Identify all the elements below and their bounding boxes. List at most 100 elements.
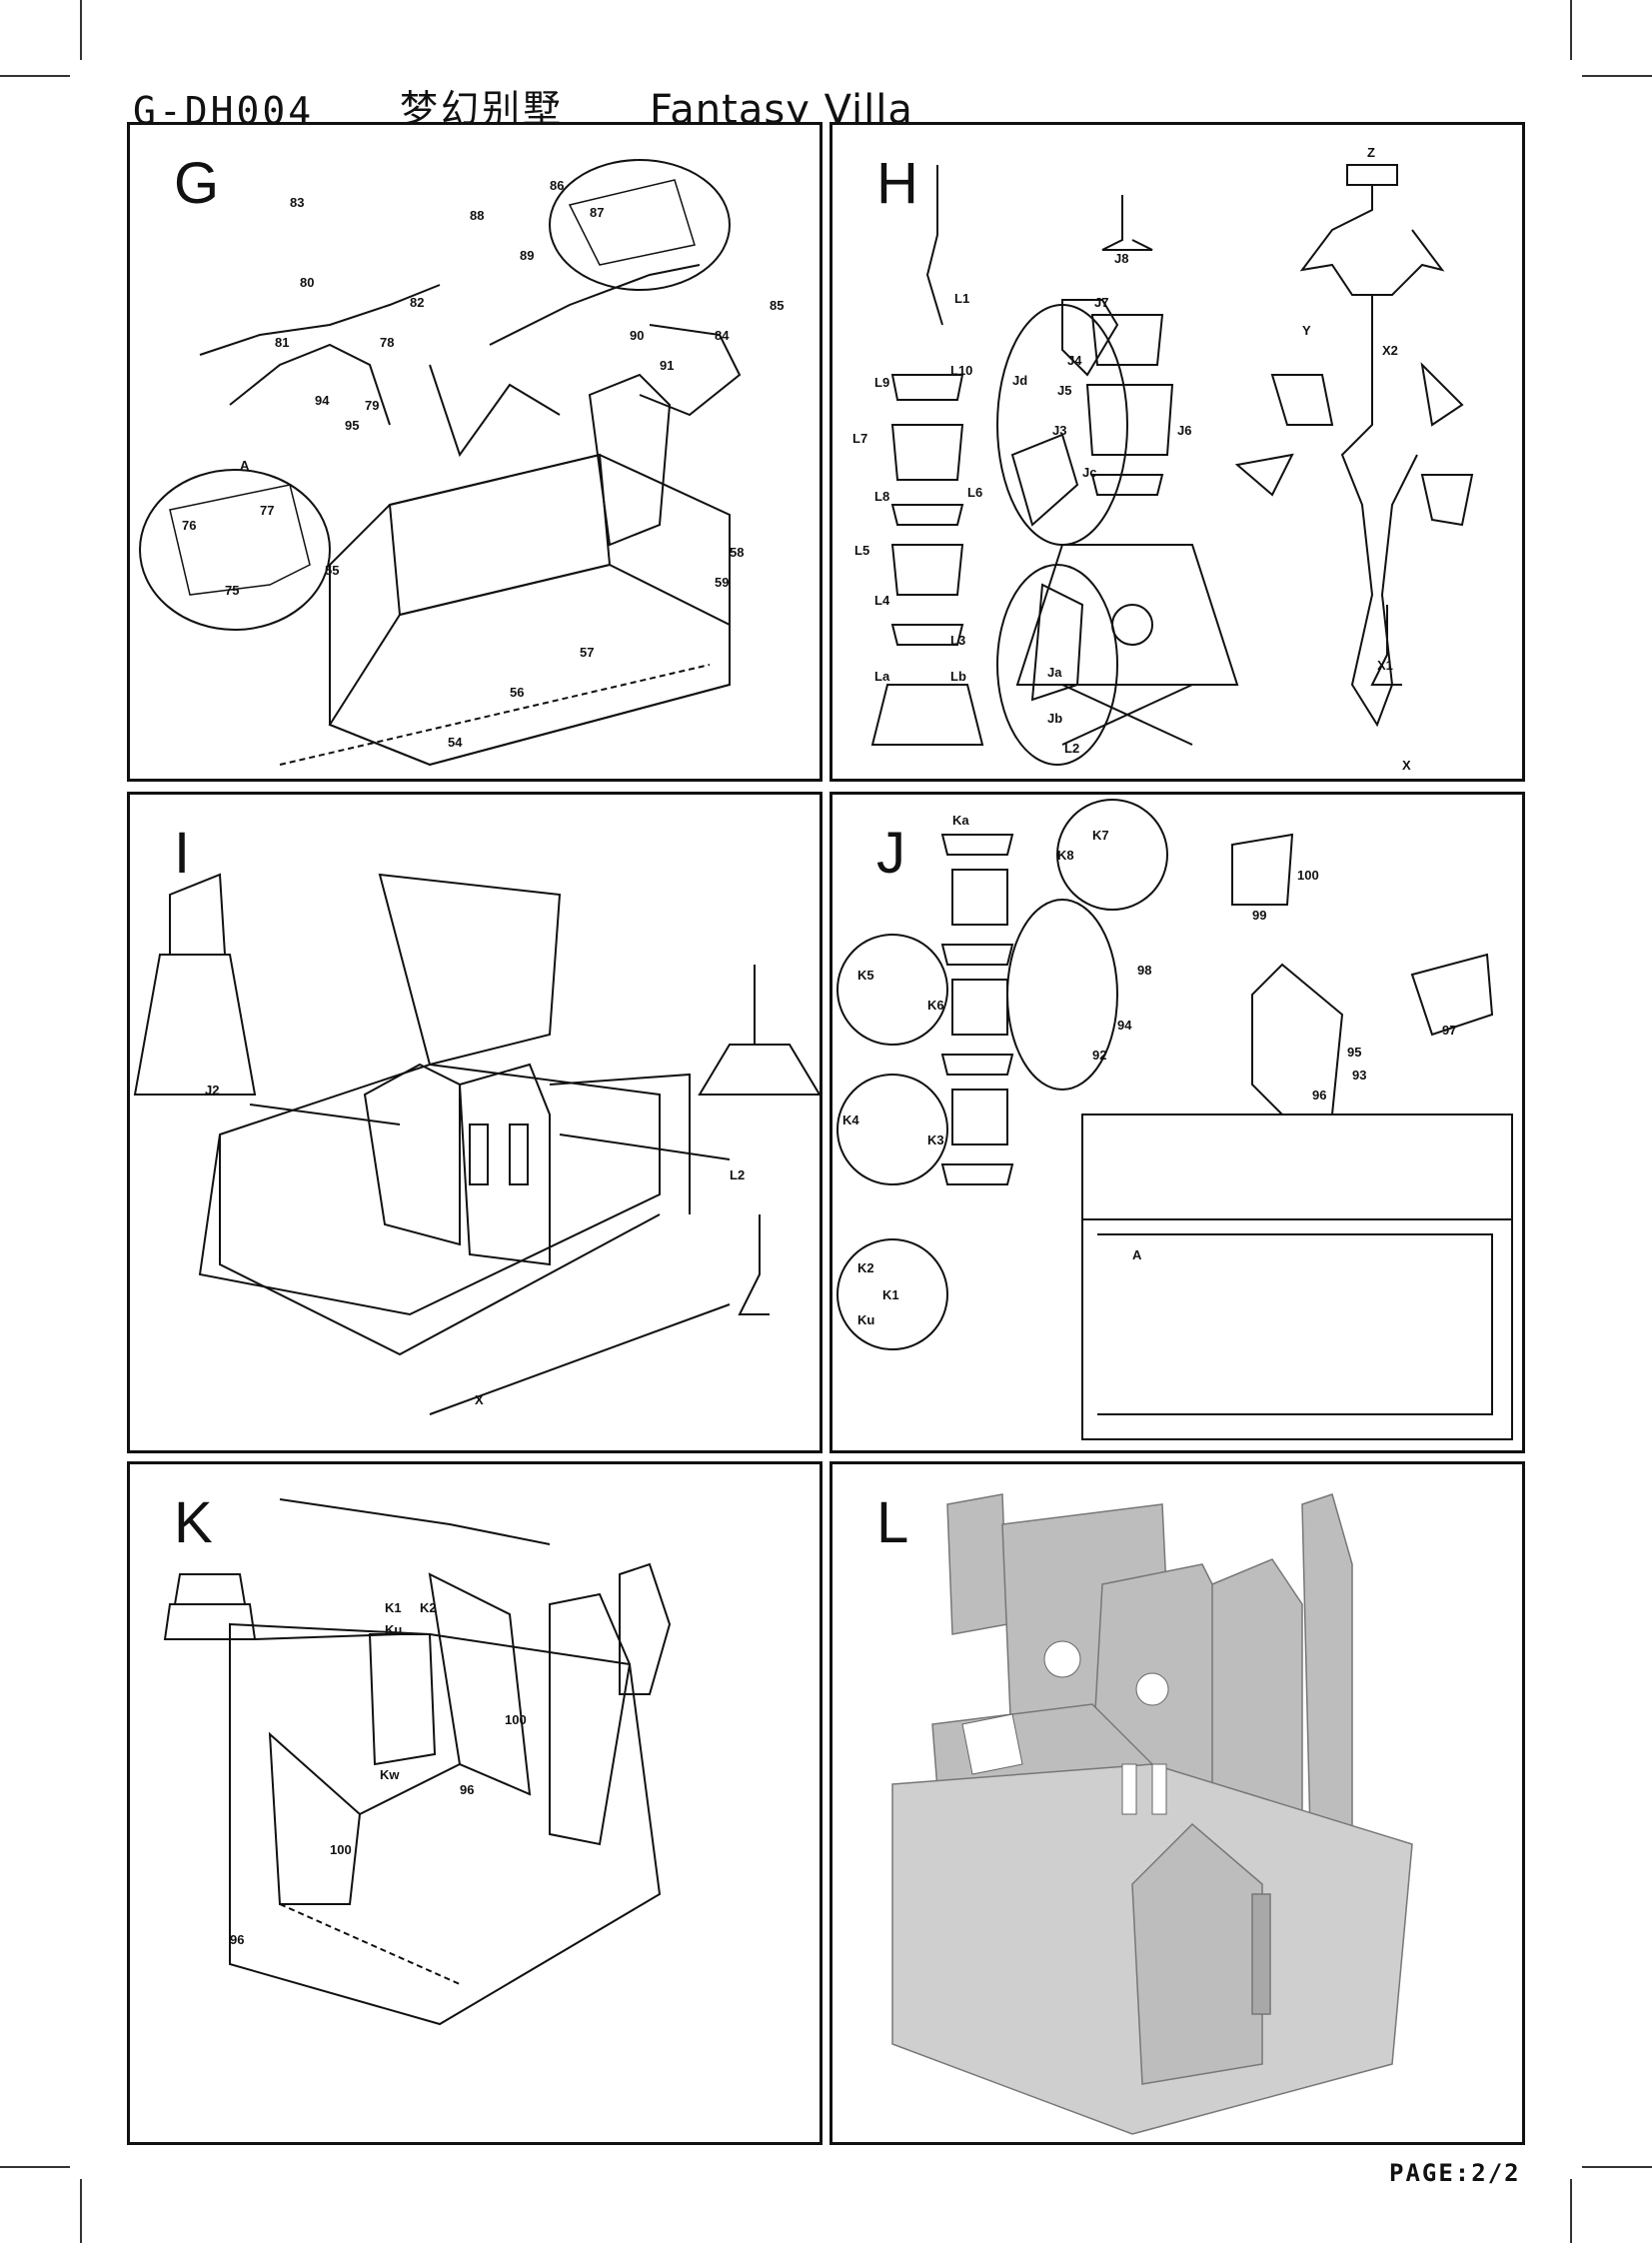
part-label: 96 [230, 1932, 244, 1947]
part-label: K2 [857, 1260, 874, 1275]
crop-mark [80, 0, 82, 60]
panel-letter: J [876, 821, 905, 886]
part-label: 90 [630, 328, 644, 343]
part-label: 77 [260, 503, 274, 518]
part-label: J3 [1052, 423, 1066, 438]
part-label: 92 [1092, 1048, 1106, 1063]
part-label: 100 [330, 1842, 352, 1857]
detail-callout [1056, 799, 1168, 911]
part-label: 79 [365, 398, 379, 413]
part-label: K1 [385, 1600, 402, 1615]
part-label: 83 [290, 195, 304, 210]
detail-callout [549, 159, 731, 291]
part-label: 78 [380, 335, 394, 350]
part-label: L7 [852, 431, 867, 446]
part-label: J5 [1057, 383, 1071, 398]
part-label: X [1402, 758, 1411, 773]
part-label: K2 [420, 1600, 437, 1615]
part-label: J2 [205, 1083, 219, 1098]
panel-h: H [829, 122, 1525, 782]
finished-model-render [891, 1493, 1413, 2135]
part-label: 99 [1252, 908, 1266, 923]
part-label: Lb [950, 669, 966, 684]
crop-mark [1582, 2166, 1652, 2168]
part-label: 85 [770, 298, 784, 313]
part-label: 56 [510, 685, 524, 700]
part-label: 81 [275, 335, 289, 350]
part-label: Ja [1047, 665, 1062, 680]
part-label: L9 [874, 375, 889, 390]
assembly-diagram-k: K1 K2 Ku 100 Kw 96 100 96 [163, 1498, 672, 2026]
part-label: Jd [1012, 373, 1027, 388]
part-label: 94 [315, 393, 330, 408]
part-label: 84 [715, 328, 730, 343]
crop-mark [0, 2166, 70, 2168]
detail-callout [836, 934, 948, 1046]
part-label: Z [1367, 145, 1375, 160]
part-label: 76 [182, 518, 196, 533]
part-label: La [874, 669, 890, 684]
panel-k: K K1 K2 Ku 100 Kw 96 100 96 [127, 1461, 823, 2145]
part-label: 94 [1117, 1018, 1132, 1033]
panel-letter: G [174, 151, 220, 216]
assembly-diagram-h: L1 L10 L9 L7 L8 L6 L5 L4 L3 La Lb L2 J4 … [852, 145, 1474, 773]
panel-letter: L [876, 1490, 909, 1555]
part-label: 75 [225, 583, 239, 598]
part-label: Jb [1047, 711, 1062, 726]
part-label: L2 [730, 1167, 745, 1182]
detail-callout [1006, 899, 1118, 1091]
part-label: L2 [1064, 741, 1079, 756]
part-label: J8 [1114, 251, 1128, 266]
panel-g: G 83 80 82 81 78 94 95 79 76 [127, 122, 823, 782]
part-label: 95 [1347, 1045, 1361, 1060]
part-label: 91 [660, 358, 674, 373]
part-label: K5 [857, 968, 874, 983]
part-label: L6 [967, 485, 982, 500]
part-label: Ku [857, 1312, 874, 1327]
part-label: 93 [1352, 1068, 1366, 1083]
part-label: Jc [1082, 465, 1096, 480]
assembly-diagram-g: 83 80 82 81 78 94 95 79 76 77 75 55 54 5… [139, 159, 784, 767]
panel-j: J Ka K7 K8 K5 K6 [829, 792, 1525, 1453]
part-label: 100 [505, 1712, 527, 1727]
part-label: J4 [1067, 353, 1082, 368]
part-label: X2 [1382, 343, 1398, 358]
part-label: X1 [1377, 658, 1393, 673]
part-label: 82 [410, 295, 424, 310]
crop-mark [80, 2179, 82, 2243]
part-label: 55 [325, 563, 339, 578]
part-label: L4 [874, 593, 890, 608]
part-label: 87 [590, 205, 604, 220]
part-label: K1 [882, 1287, 899, 1302]
panel-letter: I [174, 821, 191, 886]
crop-mark [1570, 2179, 1572, 2243]
part-label: K7 [1092, 828, 1109, 843]
part-label: Y [1302, 323, 1311, 338]
part-label: Ku [385, 1622, 402, 1637]
part-label: 97 [1442, 1023, 1456, 1038]
page-number: PAGE:2/2 [1389, 2159, 1521, 2187]
crop-mark [1570, 0, 1572, 60]
part-label: 89 [520, 248, 534, 263]
panel-l: L [829, 1461, 1525, 2145]
part-label: K4 [842, 1113, 859, 1127]
part-label: L3 [950, 633, 965, 648]
part-label: L1 [954, 291, 969, 306]
part-label: 54 [448, 735, 463, 750]
part-label: Ka [952, 813, 969, 828]
part-label: 59 [715, 575, 729, 590]
part-label: L5 [854, 543, 869, 558]
panel-i: I J2 L2 X [127, 792, 823, 1453]
part-label: 95 [345, 418, 359, 433]
part-label: A [1132, 1247, 1142, 1262]
part-label: K8 [1057, 848, 1074, 863]
part-label: Kw [380, 1767, 400, 1782]
part-label: 86 [550, 178, 564, 193]
part-label: 88 [470, 208, 484, 223]
assembly-diagram-i: J2 L2 X [133, 873, 820, 1415]
part-label: 98 [1137, 963, 1151, 978]
part-label: K6 [927, 998, 944, 1013]
detail-callout [139, 469, 331, 631]
part-label: 58 [730, 545, 744, 560]
page-header: G-DH004 梦幻别墅 Fantasy Villa [133, 78, 973, 133]
